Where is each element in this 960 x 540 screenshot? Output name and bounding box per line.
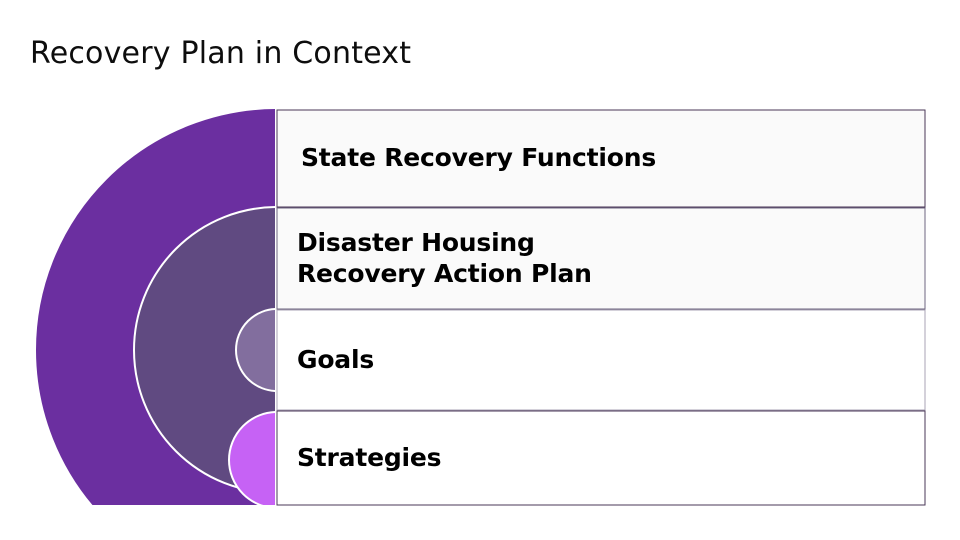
ring-third-goals[interactable]: [235, 308, 318, 392]
level-box-1[interactable]: [276, 207, 926, 310]
level-label-2: Goals: [297, 344, 375, 374]
level-label-0: State Recovery Functions: [301, 143, 657, 173]
ring-second-disaster-housing-recovery-action-plan[interactable]: [133, 206, 420, 494]
page-title: Recovery Plan in Context: [30, 36, 412, 71]
level-row-strategies[interactable]: Strategies: [277, 411, 925, 505]
level-box-0[interactable]: [276, 109, 926, 208]
level-row-goals[interactable]: Goals: [277, 310, 925, 410]
level-label-3: Strategies: [297, 442, 442, 472]
level-row-disaster-housing-recovery-action-plan[interactable]: Disaster Housing Recovery Action Plan: [277, 208, 925, 309]
level-box-3[interactable]: [276, 410, 926, 506]
level-row-state-recovery-functions[interactable]: State Recovery Functions: [277, 110, 925, 207]
level-label-1: Disaster Housing Recovery Action Plan: [297, 228, 592, 288]
level-box-2[interactable]: [276, 309, 926, 411]
ring-inner-strategies[interactable]: [228, 411, 325, 508]
